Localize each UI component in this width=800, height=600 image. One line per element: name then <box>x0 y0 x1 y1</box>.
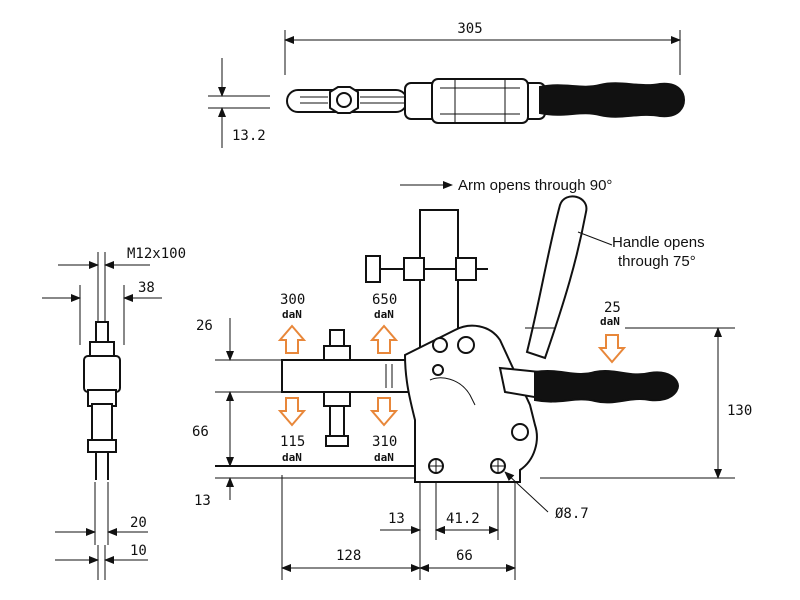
force-up-left-unit: daN <box>282 308 302 321</box>
dim-10: 10 <box>130 543 147 559</box>
force-up-right-value: 650 <box>372 292 397 308</box>
dim-66-vertical: 66 <box>192 424 209 440</box>
force-arrow-up-left-icon <box>277 324 307 354</box>
force-up-left-value: 300 <box>280 292 305 308</box>
dim-hole-diameter: Ø8.7 <box>555 506 589 522</box>
side-view: M12x100 38 20 10 <box>42 246 186 580</box>
dim-13-horizontal: 13 <box>388 511 405 527</box>
dim-41-2: 41.2 <box>446 511 480 527</box>
note-arm-open: Arm opens through 90° <box>458 177 612 194</box>
note-handle-open-2: through 75° <box>618 253 696 270</box>
force-down-left-value: 115 <box>280 434 305 450</box>
force-arrow-handle-icon <box>597 334 627 364</box>
force-handle-unit: daN <box>600 315 620 328</box>
dim-26: 26 <box>196 318 213 334</box>
dim-66-horizontal: 66 <box>456 548 473 564</box>
force-down-left-unit: daN <box>282 451 302 464</box>
front-view: Arm opens through 90° Handle opens throu… <box>192 177 752 580</box>
force-annotations: 300 daN 650 daN 115 daN 310 daN 25 daN <box>277 292 627 464</box>
dim-thread: M12x100 <box>127 246 186 262</box>
dim-20: 20 <box>130 515 147 531</box>
force-arrow-down-left-icon <box>277 397 307 427</box>
dim-305: 305 <box>457 21 482 37</box>
force-handle-value: 25 <box>604 300 621 316</box>
dim-13-2: 13.2 <box>232 128 266 144</box>
force-down-right-unit: daN <box>374 451 394 464</box>
force-up-right-unit: daN <box>374 308 394 321</box>
force-arrow-up-right-icon <box>369 324 399 354</box>
top-view: 305 13.2 <box>208 21 686 148</box>
force-arrow-down-right-icon <box>369 397 399 427</box>
force-down-right-value: 310 <box>372 434 397 450</box>
dim-128: 128 <box>336 548 361 564</box>
note-handle-open-1: Handle opens <box>612 234 705 251</box>
dim-13-vertical: 13 <box>194 493 211 509</box>
dim-38: 38 <box>138 280 155 296</box>
dim-130: 130 <box>727 403 752 419</box>
